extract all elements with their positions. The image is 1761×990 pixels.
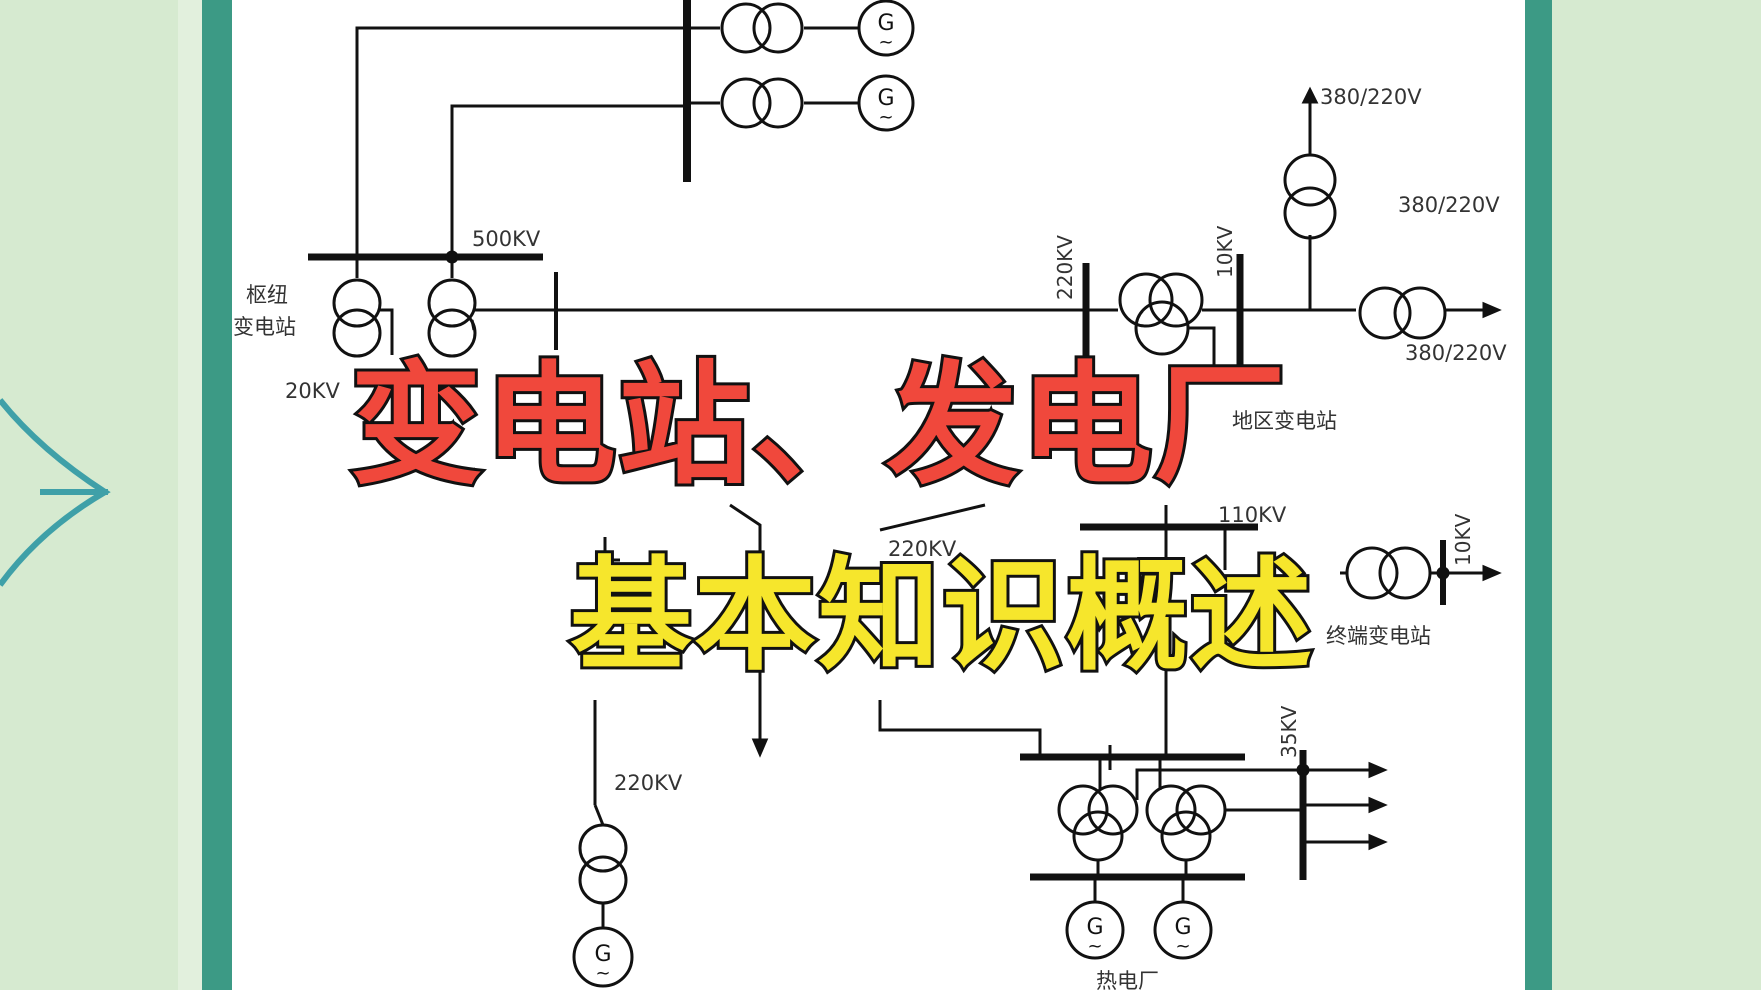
- label-380-220-b: 380/220V: [1398, 193, 1500, 217]
- diagram-card: [232, 0, 1525, 990]
- generator-icon: G: [877, 86, 894, 111]
- tilde-icon: ~: [878, 32, 893, 53]
- tilde-icon: ~: [1087, 936, 1102, 957]
- label-10kv-top: 10KV: [1213, 225, 1237, 278]
- title-line-2: 基本知识概述: [567, 545, 1315, 687]
- label-20kv: 20KV: [285, 379, 340, 403]
- hub-substation-label: 枢纽: [246, 283, 288, 307]
- generator-icons: G ~ G ~ G ~ G ~ G ~: [594, 11, 1191, 984]
- tilde-icon: ~: [878, 107, 893, 128]
- title-line-1: 变电站、发电厂: [347, 349, 1289, 503]
- tilde-icon: ~: [595, 963, 610, 984]
- right-margin-panel: [1552, 0, 1761, 990]
- tilde-icon: ~: [1175, 936, 1190, 957]
- label-220kv-top: 220KV: [1053, 235, 1077, 300]
- label-220kv-bottom: 220KV: [614, 771, 683, 795]
- label-380-220-c: 380/220V: [1405, 341, 1507, 365]
- generator-icon: G: [877, 11, 894, 36]
- label-500kv: 500KV: [472, 227, 541, 251]
- label-220kv-mid: 220KV: [888, 537, 957, 561]
- thermal-plant-label: 热电厂: [1096, 969, 1159, 990]
- hub-substation-label-2: 变电站: [233, 315, 296, 339]
- label-380-220-a: 380/220V: [1320, 85, 1422, 109]
- terminal-substation-label: 终端变电站: [1326, 624, 1431, 648]
- regional-substation-label: 地区变电站: [1232, 409, 1337, 433]
- label-10kv-right: 10KV: [1451, 513, 1475, 566]
- generator-icon: G: [1174, 915, 1191, 940]
- label-110kv: 110KV: [1218, 503, 1287, 527]
- generator-icon: G: [1086, 915, 1103, 940]
- generator-icon: G: [594, 942, 611, 967]
- label-35kv: 35KV: [1277, 705, 1301, 758]
